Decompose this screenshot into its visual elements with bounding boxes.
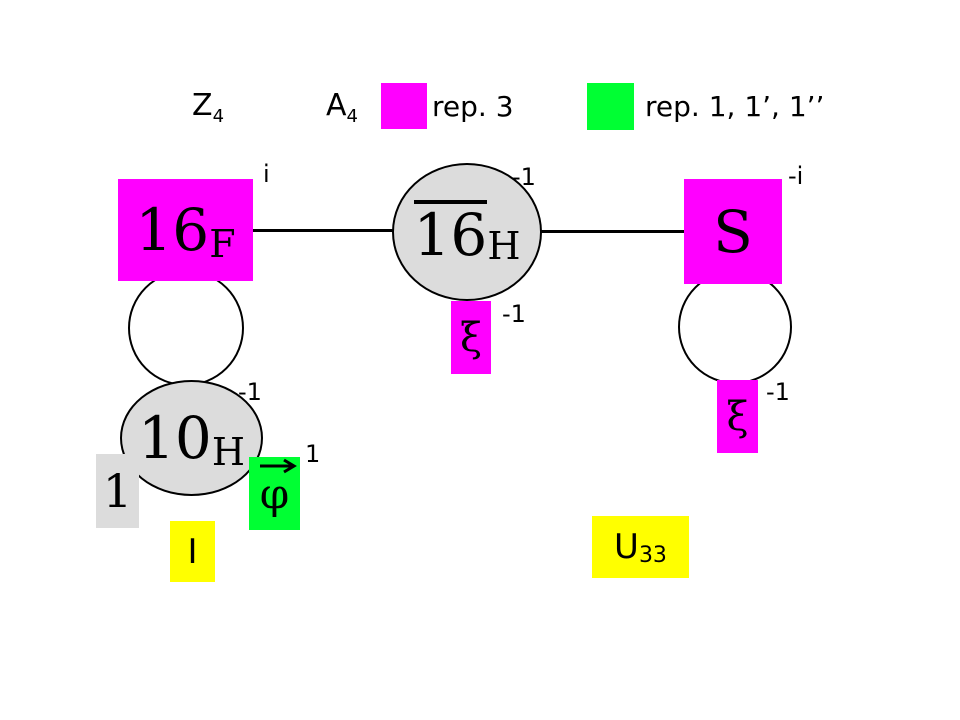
a4-text: A (326, 88, 347, 123)
node-10h-main: 10 (138, 404, 212, 472)
node-s-charge: -i (788, 162, 804, 190)
identity-label: I (170, 521, 215, 582)
link-16h-s (540, 230, 686, 233)
node-16f-main: 16 (135, 196, 210, 264)
node-16f-sub: F (209, 222, 236, 266)
rep3-legend-label: rep. 3 (432, 90, 514, 123)
node-16h-sub: H (487, 224, 521, 268)
xi-right-symbol: ξ (726, 393, 749, 440)
node-s: S (684, 179, 782, 284)
node-10h-charge: -1 (238, 378, 262, 406)
node-xi-center: ξ (451, 301, 491, 374)
u-text: U (614, 527, 639, 567)
z4-legend-label: Z4 (192, 88, 224, 127)
node-xi-right: ξ (717, 380, 758, 453)
one-symbol: 1 (102, 464, 133, 518)
z4-subscript: 4 (212, 106, 225, 127)
rep1-swatch (587, 83, 634, 130)
node-16h-charge: -1 (512, 163, 536, 191)
a4-subscript: 4 (346, 106, 358, 127)
node-s-main: S (713, 197, 753, 266)
phi-symbol: φ (259, 469, 290, 518)
xi-right-charge: -1 (766, 378, 790, 406)
node-16h-main: 16 (413, 200, 488, 269)
xi-center-symbol: ξ (459, 314, 483, 361)
z4-text: Z (192, 88, 213, 123)
phi-charge: 1 (305, 440, 321, 468)
node-one: 1 (96, 454, 139, 528)
xi-center-charge: -1 (502, 300, 526, 328)
link-16f-16h (253, 229, 395, 232)
identity-text: I (187, 531, 198, 572)
node-10h-sub: H (211, 430, 245, 474)
rep3-swatch (381, 83, 427, 129)
u-subscript: 33 (638, 542, 667, 568)
node-16f-charge: i (263, 160, 270, 188)
loop-16f-10h (128, 270, 244, 386)
loop-s (678, 270, 792, 384)
vector-arrow-icon (260, 458, 297, 474)
rep1-legend-label: rep. 1, 1’, 1’’ (645, 90, 825, 123)
a4-legend-label: A4 (326, 88, 358, 127)
